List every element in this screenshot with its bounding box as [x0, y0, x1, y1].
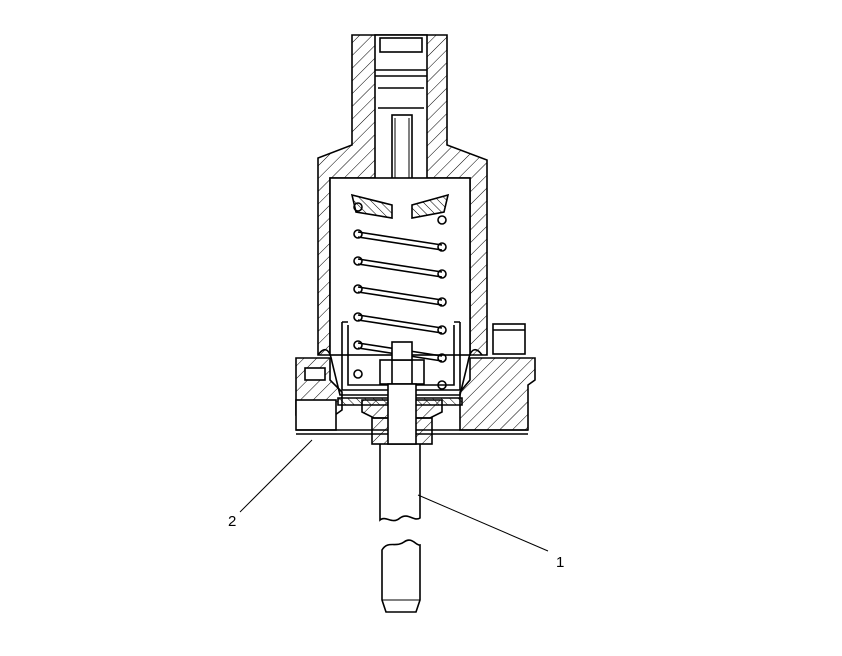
- spring-chamber: [329, 177, 471, 356]
- push-rod: [379, 383, 421, 613]
- callout-2-label: 2: [228, 513, 236, 530]
- coil-spring: [353, 202, 447, 390]
- side-boss: [492, 323, 526, 355]
- callout-1-label: 1: [556, 554, 564, 571]
- lock-nut: [379, 341, 425, 385]
- housing: [317, 34, 488, 356]
- leader-lines: [239, 439, 549, 552]
